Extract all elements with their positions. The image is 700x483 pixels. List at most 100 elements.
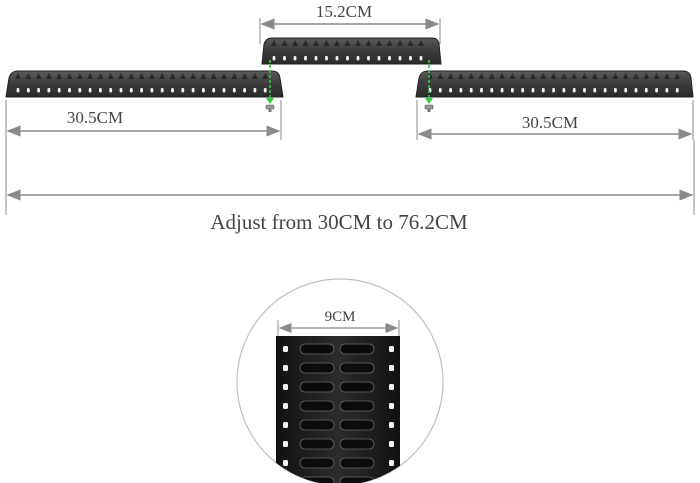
rail-hole	[419, 56, 423, 61]
rail-hole	[459, 88, 463, 93]
rail-tooth	[437, 73, 444, 79]
rail-hole	[150, 88, 154, 93]
detail-hole	[283, 346, 288, 352]
detail-callout: 9CM	[236, 278, 444, 483]
rail-tooth	[633, 73, 639, 79]
rail-tooth	[355, 40, 361, 46]
rail-tooth	[118, 73, 124, 79]
detail-hole	[283, 441, 288, 447]
rail-hole	[593, 88, 597, 93]
total-range-label: Adjust from 30CM to 76.2CM	[210, 210, 468, 234]
right-screw-connector	[424, 60, 434, 112]
detail-slot	[299, 343, 335, 355]
rail-hole	[367, 56, 370, 61]
rail-tooth	[35, 73, 42, 79]
rail-hole	[438, 88, 442, 93]
detail-hole	[283, 384, 288, 390]
rail-hole	[37, 88, 40, 93]
rail-hole	[119, 88, 123, 93]
rail-tooth	[210, 73, 217, 79]
middle-rail-holes	[272, 56, 423, 61]
detail-slot	[299, 476, 335, 483]
rail-hole	[356, 56, 360, 61]
detail-slot	[299, 381, 335, 393]
detail-hole	[389, 479, 394, 483]
rail-hole	[665, 88, 669, 93]
rail-tooth	[231, 73, 238, 79]
screw-icon	[265, 104, 275, 112]
rail-hole	[57, 88, 61, 93]
total-range-dimension: Adjust from 30CM to 76.2CM	[5, 140, 695, 234]
left-rail-teeth	[15, 73, 269, 79]
rail-tooth	[169, 73, 176, 79]
rail-tooth	[550, 73, 557, 79]
detail-slot	[339, 343, 375, 355]
detail-hole	[283, 422, 288, 428]
rail-hole	[634, 88, 638, 93]
detail-slot	[339, 457, 375, 469]
rail-tooth	[581, 73, 588, 79]
rail-hole	[88, 88, 92, 93]
rail-tooth	[663, 73, 670, 79]
rail-hole	[253, 88, 257, 93]
detail-hole	[389, 460, 394, 466]
rail-hole	[191, 88, 195, 93]
rail-hole	[388, 56, 391, 61]
rail-hole	[68, 88, 71, 93]
rail-hole	[675, 88, 679, 93]
rail-hole	[263, 88, 267, 93]
rail-tooth	[386, 40, 393, 46]
rail-hole	[293, 56, 297, 61]
rail-hole	[541, 88, 545, 93]
detail-slot	[299, 400, 335, 412]
detail-hole	[389, 441, 394, 447]
left-rail-holes	[16, 88, 267, 93]
rail-hole	[16, 88, 20, 93]
rail-tooth	[365, 40, 372, 46]
rail-hole	[552, 88, 555, 93]
detail-hole	[283, 403, 288, 409]
rail-hole	[140, 88, 143, 93]
rail-tooth	[292, 40, 298, 46]
rail-tooth	[302, 40, 309, 46]
detail-slot	[299, 457, 335, 469]
rail-hole	[377, 56, 381, 61]
rail-tooth	[509, 73, 516, 79]
middle-length-dimension: 15.2CM	[259, 2, 441, 44]
detail-slot	[299, 362, 335, 374]
detail-slot	[339, 362, 375, 374]
rail-tooth	[418, 40, 424, 46]
rail-hole	[26, 88, 30, 93]
rail-hole	[232, 88, 236, 93]
rail-hole	[469, 88, 473, 93]
detail-slot	[299, 438, 335, 450]
rail-hole	[614, 88, 617, 93]
right-rail	[415, 70, 694, 98]
rail-tooth	[15, 73, 21, 79]
rail-tooth	[560, 73, 567, 79]
detail-hole	[283, 365, 288, 371]
rail-tooth	[488, 73, 495, 79]
rail-tooth	[159, 73, 166, 79]
rail-tooth	[97, 73, 104, 79]
rail-tooth	[66, 73, 73, 79]
right-length-dimension: 30.5CM	[416, 100, 694, 140]
rail-tooth	[519, 73, 526, 79]
rail-hole	[603, 88, 607, 93]
detail-slot	[339, 381, 375, 393]
rail-hole	[47, 88, 51, 93]
detail-slot	[339, 419, 375, 431]
rail-tooth	[530, 73, 536, 79]
rail-tooth	[313, 40, 319, 46]
right-rail-holes	[428, 88, 679, 93]
rail-tooth	[45, 73, 52, 79]
rail-tooth	[323, 40, 330, 46]
rail-hole	[171, 88, 174, 93]
rail-tooth	[407, 40, 414, 46]
rail-tooth	[281, 40, 288, 46]
detail-hole	[389, 422, 394, 428]
left-length-label: 30.5CM	[67, 108, 123, 127]
rail-tooth	[262, 73, 269, 79]
rail-tooth	[376, 40, 382, 46]
rail-hole	[272, 56, 276, 61]
